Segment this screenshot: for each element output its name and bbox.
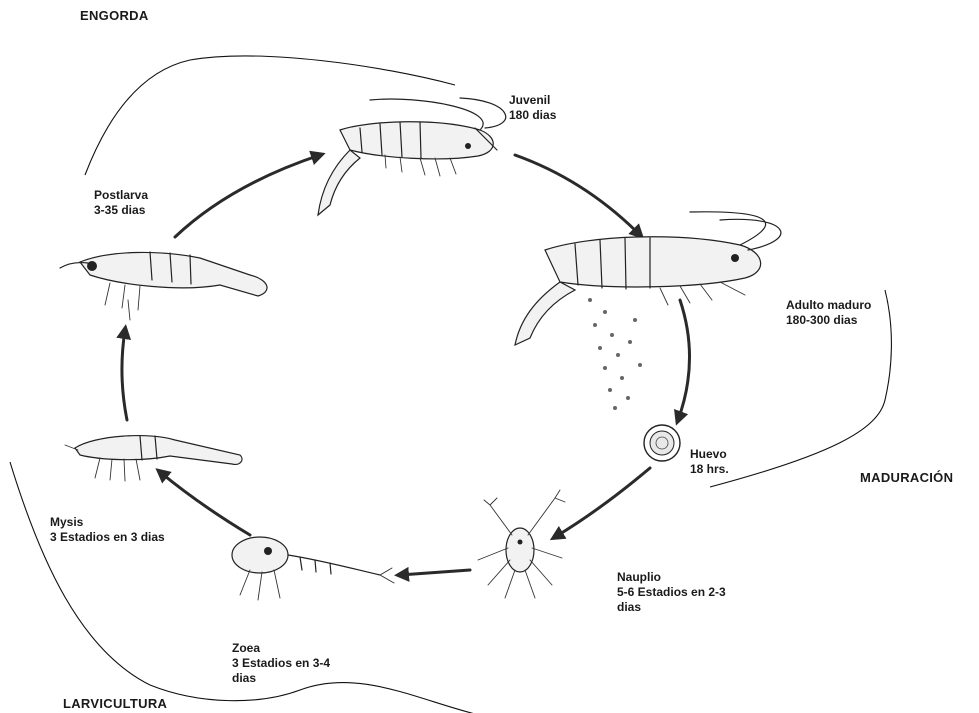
stage-name: Huevo [690, 447, 729, 462]
arrow-adulto-to-huevo [678, 300, 690, 420]
postlarva-illustration [60, 252, 267, 320]
stage-label-zoea: Zoea 3 Estadios en 3-4 dias [232, 641, 330, 686]
stage-duration-cont: dias [617, 600, 726, 615]
arrow-huevo-to-nauplio [555, 468, 650, 537]
stage-duration: 180-300 dias [786, 313, 871, 328]
phase-label-maduracion: MADURACIÓN [860, 470, 953, 485]
stage-name: Adulto maduro [786, 298, 871, 313]
stage-name: Mysis [50, 515, 165, 530]
stage-duration: 5-6 Estadios en 2-3 [617, 585, 726, 600]
zoea-illustration [232, 537, 394, 600]
arrow-zoea-to-mysis [160, 472, 250, 535]
stage-name: Juvenil [509, 93, 556, 108]
stage-label-nauplio: Nauplio 5-6 Estadios en 2-3 dias [617, 570, 726, 615]
arrow-mysis-to-postlarva [122, 330, 127, 420]
adulto-illustration [515, 212, 781, 410]
stage-duration: 3-35 dias [94, 203, 148, 218]
stage-duration-cont: dias [232, 671, 330, 686]
stage-name: Postlarva [94, 188, 148, 203]
mysis-illustration [65, 436, 242, 481]
stage-name: Nauplio [617, 570, 726, 585]
stage-label-adulto: Adulto maduro 180-300 dias [786, 298, 871, 328]
arrow-postlarva-to-juvenil [175, 155, 320, 237]
phase-label-engorda: ENGORDA [80, 8, 149, 23]
arrow-juvenil-to-adulto [515, 155, 640, 235]
stage-label-huevo: Huevo 18 hrs. [690, 447, 729, 477]
stage-label-mysis: Mysis 3 Estadios en 3 dias [50, 515, 165, 545]
stage-duration: 3 Estadios en 3-4 [232, 656, 330, 671]
cycle-arrows [122, 155, 690, 575]
arrow-nauplio-to-zoea [400, 570, 470, 575]
juvenil-illustration [318, 98, 506, 215]
stage-duration: 180 dias [509, 108, 556, 123]
phase-label-larvicultura: LARVICULTURA [63, 696, 167, 711]
stage-name: Zoea [232, 641, 330, 656]
huevo-illustration [644, 425, 680, 461]
nauplio-illustration [478, 490, 565, 598]
stage-duration: 3 Estadios en 3 dias [50, 530, 165, 545]
stage-label-postlarva: Postlarva 3-35 dias [94, 188, 148, 218]
stage-label-juvenil: Juvenil 180 dias [509, 93, 556, 123]
stage-duration: 18 hrs. [690, 462, 729, 477]
